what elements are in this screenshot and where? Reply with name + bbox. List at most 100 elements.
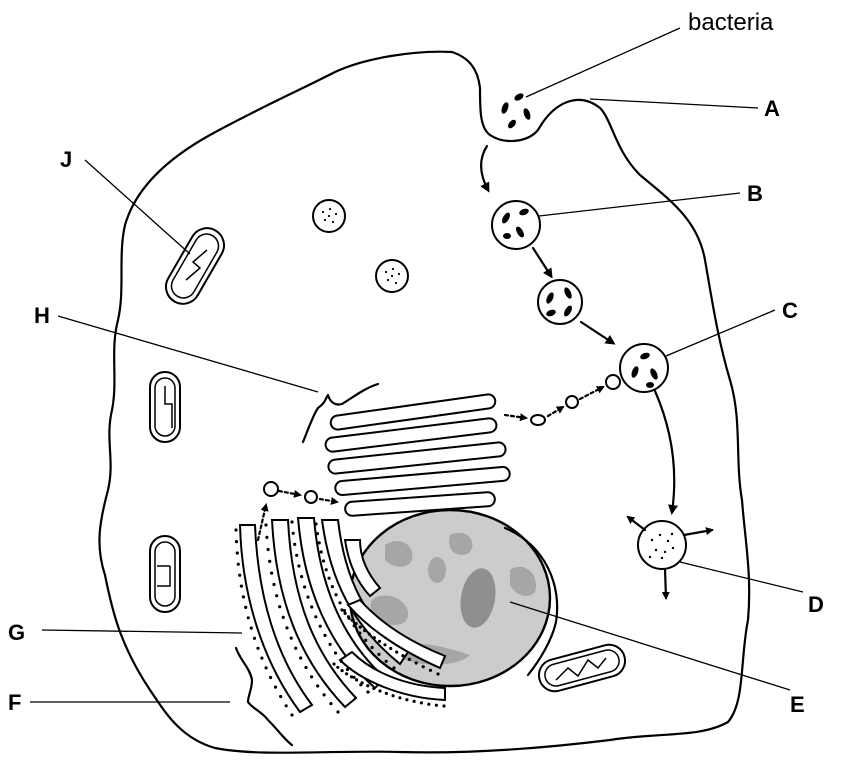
ribosome-dot [316, 532, 319, 535]
label-a: A [764, 96, 780, 121]
ribosome-dot [323, 693, 326, 696]
ribosome-dot [325, 568, 328, 571]
ribosome-dot [275, 594, 278, 597]
ribosome-dot [270, 572, 273, 575]
ribosome-dot [378, 640, 381, 643]
ribosome-dot [392, 666, 395, 669]
ribosome-dot [328, 577, 331, 580]
ribosome-dot [334, 593, 337, 596]
ribosome-dot [341, 669, 344, 672]
ribosome-dot [295, 554, 298, 557]
label-bacteria: bacteria [688, 9, 774, 36]
ribosome-dot [242, 595, 245, 598]
ribosome-dot [332, 662, 335, 665]
ribosome-dot [247, 616, 250, 619]
ribosome-dot [290, 637, 293, 640]
ribosome-dot [272, 583, 275, 586]
ribosome-dot [322, 559, 325, 562]
arrow-d-3 [665, 569, 666, 598]
ribosome-dot [413, 700, 416, 703]
ribosome-dot [234, 528, 237, 531]
ribosome-dot [340, 608, 343, 611]
ribosome-dot [415, 661, 418, 664]
label-b: B [747, 181, 763, 206]
label-f: F [8, 690, 21, 715]
ribosome-dot [268, 560, 271, 563]
label-c: C [782, 298, 798, 323]
leader-c [666, 310, 775, 356]
ribosome-dot [346, 668, 349, 671]
ribosome-dot [274, 686, 277, 689]
ribosome-dot [282, 616, 285, 619]
ribosome-dot [377, 653, 380, 656]
phagosome-b [492, 201, 540, 249]
ribosome-dot [279, 695, 282, 698]
ribosome-dot [435, 704, 438, 707]
ribosome-dot [436, 672, 439, 675]
ribosome-dot [299, 656, 302, 659]
ribosome-dot [338, 601, 341, 604]
bacteria-group [500, 92, 532, 130]
ribosome-dot [427, 703, 430, 706]
ribosome-dot [310, 605, 313, 608]
phagolysosome-c [606, 344, 668, 392]
ribosome-dot [278, 605, 281, 608]
ribosome-dot [371, 646, 374, 649]
ribosome-dot [359, 626, 362, 629]
ribosome-dot [420, 701, 423, 704]
ribosome-dot [285, 704, 288, 707]
ribosome-dot [235, 540, 238, 543]
lysosome-1 [313, 200, 345, 232]
arrow-b-to-2 [533, 248, 551, 276]
leader-g [42, 630, 242, 633]
ribosome-dot [336, 710, 339, 713]
label-h: H [34, 303, 50, 328]
ribosome-dot [256, 647, 259, 650]
label-d: D [808, 592, 824, 617]
ribosome-dot [264, 523, 267, 526]
ribosome-dot [385, 660, 388, 663]
ribosome-dot [265, 536, 268, 539]
ribosome-dot [285, 626, 288, 629]
ribosome-dot [265, 666, 268, 669]
residual-body-d [638, 521, 686, 569]
ribosome-dot [310, 675, 313, 678]
ribosome-dot [290, 713, 293, 716]
ribosome-dot [250, 627, 253, 630]
ribosome-dot [300, 575, 303, 578]
ribosome-dot [318, 541, 321, 544]
ribosome-dot [334, 651, 337, 654]
ribosome-dot [340, 660, 343, 663]
mitochondrion-4 [535, 641, 628, 695]
ribosome-dot [364, 639, 367, 642]
ribosome-dot [355, 678, 358, 681]
ribosome-dot [373, 636, 376, 639]
mitochondrion-j [160, 222, 230, 310]
ribosome-dot [329, 702, 332, 705]
ribosome-dot [363, 629, 366, 632]
ribosome-dot [392, 694, 395, 697]
ribosome-dot [408, 658, 411, 661]
ribosome-dot [405, 698, 408, 701]
ribosome-dot [398, 696, 401, 699]
ribosome-dot [366, 684, 369, 687]
ribosome-dot [316, 684, 319, 687]
ribosome-dot [329, 643, 332, 646]
ribosome-dot [267, 548, 270, 551]
leader-d [680, 562, 803, 592]
mitochondrion-3 [150, 536, 180, 612]
ribosome-dot [389, 647, 392, 650]
ribosome-dot [238, 574, 241, 577]
label-e: E [790, 692, 805, 717]
ribosome-dot [368, 633, 371, 636]
ribosome-dot [442, 704, 445, 707]
arrow-c-to-d [655, 391, 674, 512]
ribosome-dot [366, 690, 369, 693]
ribosome-dot [385, 692, 388, 695]
ribosome-dot [253, 637, 256, 640]
ribosome-dot [429, 669, 432, 672]
arrow-d-1 [628, 517, 645, 530]
ribosome-dot [319, 625, 322, 628]
ribosome-dot [344, 612, 347, 615]
